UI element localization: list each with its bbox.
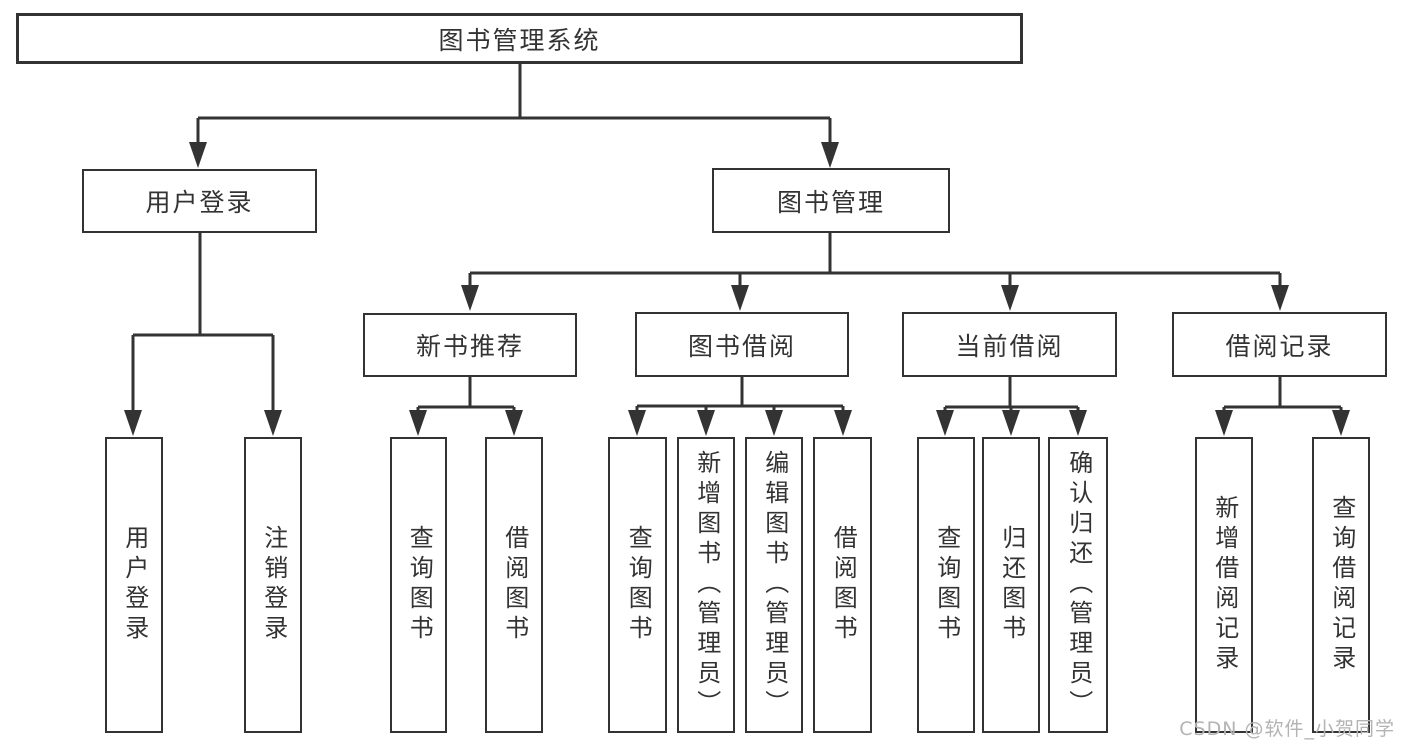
- node-new-book-recommend-label: 新书推荐: [415, 332, 524, 361]
- leaf-edit-book-admin: 编辑图书（管理员）: [745, 437, 803, 733]
- node-book-borrow-label: 图书借阅: [687, 331, 796, 361]
- node-new-book-recommend: 新书推荐: [363, 313, 577, 377]
- leaf-return-book: 归还图书: [982, 437, 1040, 733]
- leaf-logout: 注销登录: [244, 437, 302, 733]
- node-book-borrow: 图书借阅: [635, 312, 849, 377]
- leaf-query-books-recommend-label: 查询图书: [405, 525, 434, 645]
- csdn-watermark: CSDN @软件_小贺同学: [1179, 718, 1395, 740]
- leaf-user-login: 用户登录: [105, 437, 163, 733]
- node-book-management-label: 图书管理: [776, 187, 885, 217]
- node-borrow-records-label: 借阅记录: [1225, 331, 1334, 361]
- node-book-management: 图书管理: [712, 168, 950, 233]
- leaf-add-borrow-record: 新增借阅记录: [1195, 437, 1253, 733]
- leaf-query-borrow-record: 查询借阅记录: [1312, 437, 1370, 733]
- leaf-query-books-borrow-label: 查询图书: [624, 525, 653, 645]
- node-current-borrow-label: 当前借阅: [955, 331, 1064, 361]
- leaf-confirm-return-admin-label: 确认归还（管理员）: [1064, 450, 1093, 720]
- leaf-return-book-label: 归还图书: [997, 525, 1026, 645]
- node-root-label: 图书管理系统: [438, 25, 601, 55]
- leaf-query-books-recommend: 查询图书: [390, 437, 447, 733]
- leaf-query-books-current-label: 查询图书: [932, 525, 961, 645]
- leaf-logout-label: 注销登录: [259, 525, 288, 645]
- leaf-borrow-books-label: 借阅图书: [829, 525, 858, 645]
- leaf-query-books-borrow: 查询图书: [608, 437, 667, 733]
- leaf-query-borrow-record-label: 查询借阅记录: [1327, 495, 1356, 675]
- node-user-login-label: 用户登录: [145, 188, 254, 217]
- leaf-confirm-return-admin: 确认归还（管理员）: [1048, 437, 1108, 733]
- leaf-borrow-books-recommend-label: 借阅图书: [500, 525, 529, 645]
- leaf-borrow-books-recommend: 借阅图书: [485, 437, 543, 733]
- leaf-add-borrow-record-label: 新增借阅记录: [1210, 495, 1239, 675]
- leaf-edit-book-admin-label: 编辑图书（管理员）: [760, 450, 789, 720]
- leaf-user-login-label: 用户登录: [120, 525, 149, 645]
- leaf-query-books-current: 查询图书: [917, 437, 975, 733]
- node-current-borrow: 当前借阅: [902, 312, 1117, 377]
- leaf-borrow-books: 借阅图书: [813, 437, 872, 733]
- node-root: 图书管理系统: [16, 13, 1023, 64]
- node-borrow-records: 借阅记录: [1172, 312, 1387, 377]
- leaf-add-book-admin-label: 新增图书（管理员）: [692, 450, 721, 720]
- leaf-add-book-admin: 新增图书（管理员）: [677, 437, 735, 733]
- node-user-login: 用户登录: [82, 169, 317, 233]
- connector-arrowheads: [124, 142, 1350, 436]
